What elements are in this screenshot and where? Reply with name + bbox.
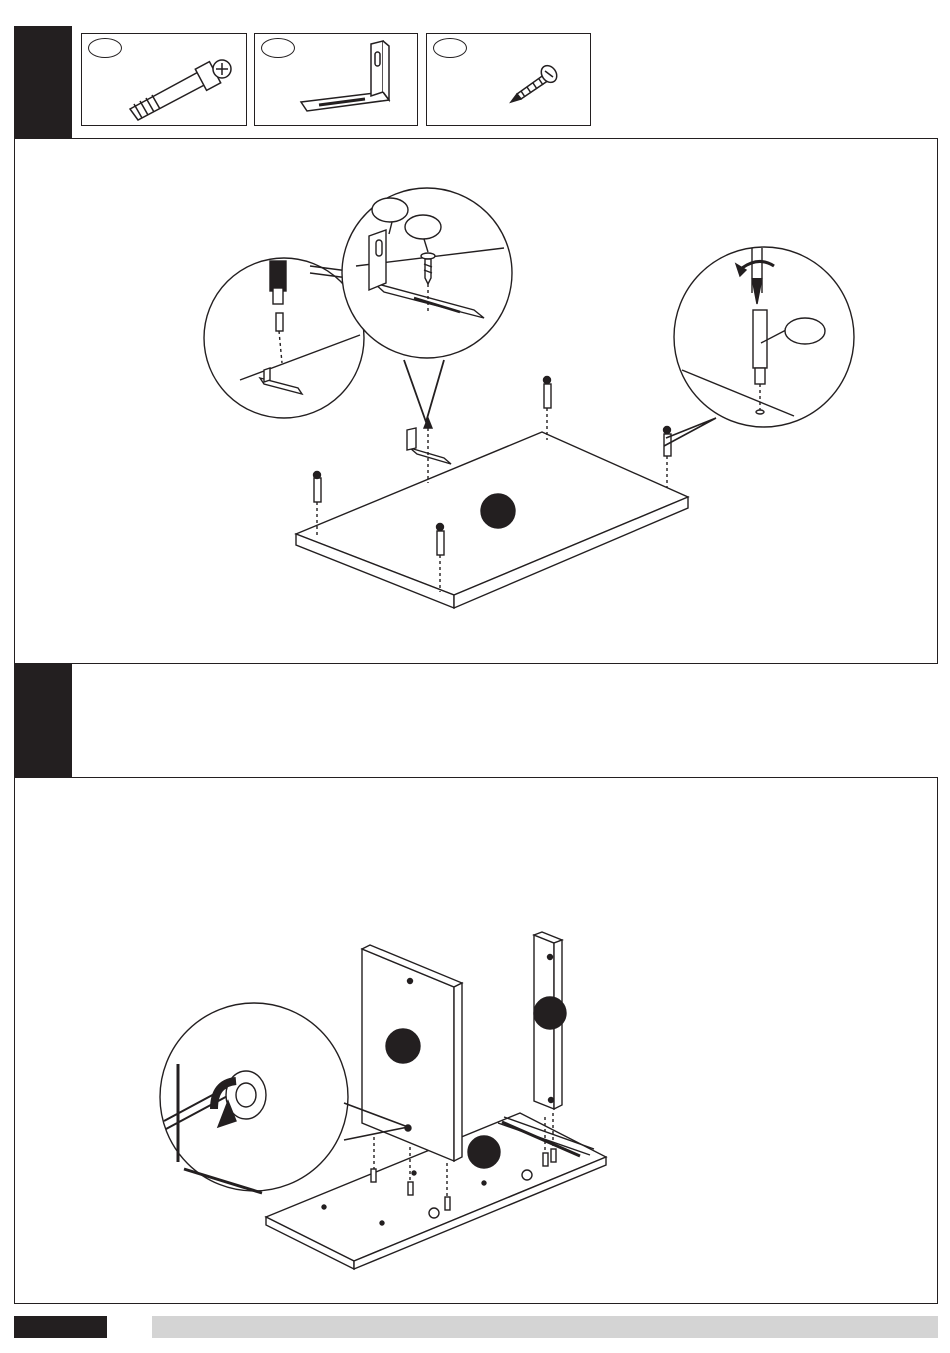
part-marker (534, 997, 566, 1029)
step-2-tab (14, 664, 72, 784)
zoom-screwdriver-detail (664, 247, 854, 446)
l-bracket-icon (255, 34, 419, 127)
page-number-block (14, 1316, 107, 1338)
zoom-hammer-detail (204, 258, 364, 418)
part-box-cam-bolt (81, 33, 247, 126)
part-box-l-bracket (254, 33, 418, 126)
part-marker (481, 494, 515, 528)
zoom-bracket-detail (342, 188, 512, 422)
step-2-illustration (14, 777, 938, 1304)
footer-gray-bar (152, 1316, 938, 1338)
step-1-tab (14, 26, 72, 144)
part-marker (468, 1136, 500, 1168)
wood-screw-icon (427, 34, 592, 127)
cam-bolt-icon (82, 34, 248, 127)
step-1-illustration (14, 138, 938, 664)
part-marker (386, 1029, 420, 1063)
part-box-wood-screw (426, 33, 591, 126)
